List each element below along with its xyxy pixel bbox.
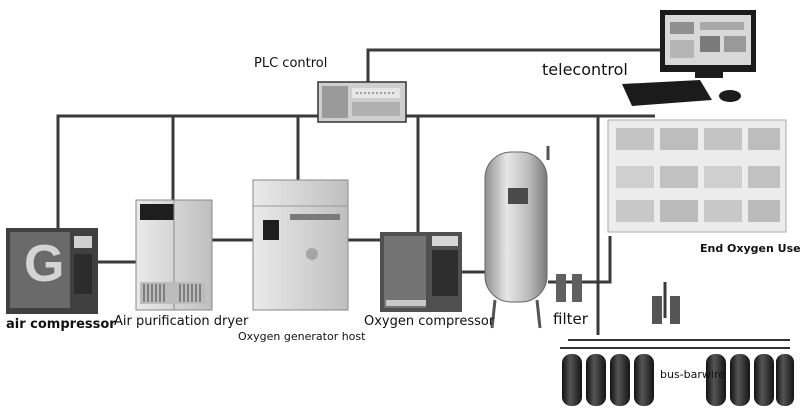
- oxygen-generator-host: [252, 179, 349, 311]
- oxygen-compressor-label: Oxygen compressor: [364, 314, 495, 329]
- air-dryer-label: Air purification dryer: [114, 314, 249, 329]
- plc-control-label: PLC control: [254, 56, 328, 71]
- filter-units: [556, 274, 582, 302]
- air-compressor-label: air compressor: [6, 317, 116, 332]
- oxygen-compressor: [380, 232, 462, 312]
- computer: [622, 10, 756, 106]
- plc-unit: [317, 81, 407, 123]
- air-dryer: [135, 199, 213, 311]
- telecontrol-label: telecontrol: [542, 60, 628, 79]
- oxygen-host-label: Oxygen generator host: [238, 330, 366, 343]
- cylinder-manifold: [560, 296, 794, 406]
- control-wiring: [56, 48, 660, 335]
- air-receiver-tank: [484, 146, 550, 329]
- compressor-logo-letter: G: [24, 235, 65, 293]
- process-piping: [97, 236, 667, 318]
- bus-barwire-label: bus-barwire: [660, 368, 726, 381]
- end-user-room: [607, 119, 787, 233]
- end-oxygen-user-label: End Oxygen User: [700, 242, 800, 255]
- air-compressor: [6, 228, 98, 314]
- filter-label: filter: [553, 310, 588, 328]
